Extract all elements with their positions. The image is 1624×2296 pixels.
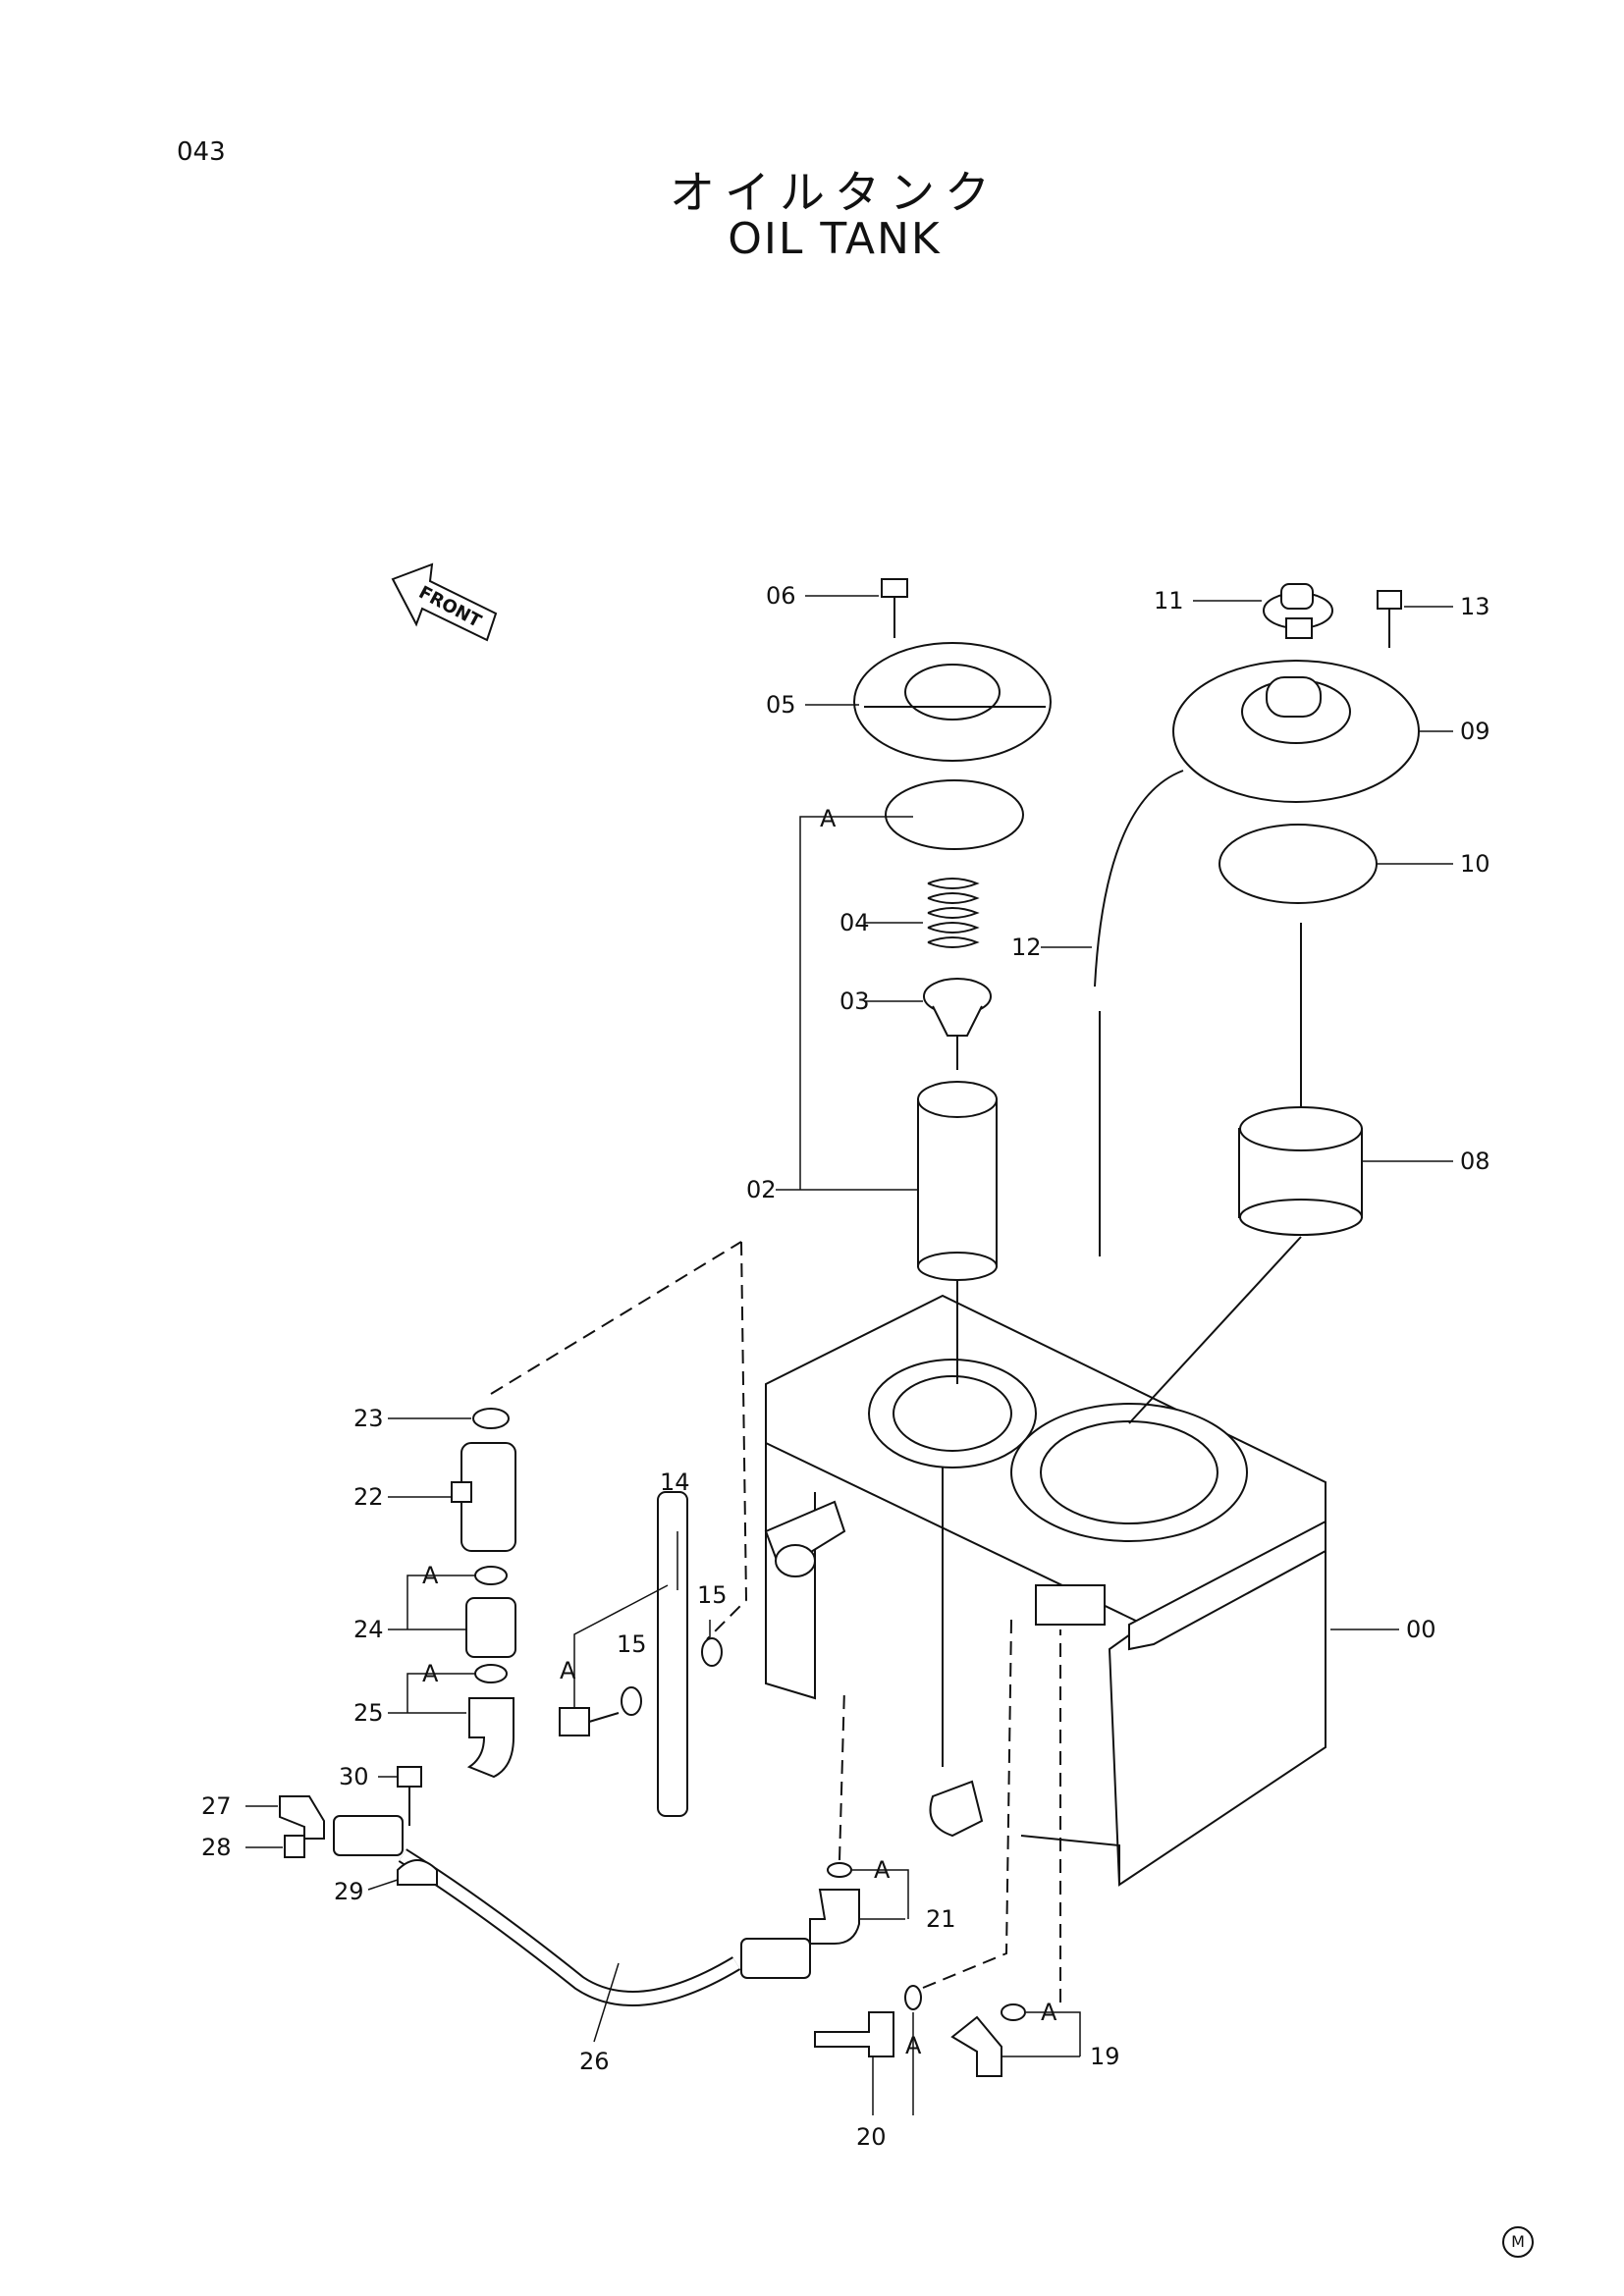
group-bracket-a-24: A (406, 1562, 476, 1629)
callout-28: 28 (201, 1834, 232, 1861)
callout-00: 00 (1406, 1616, 1436, 1643)
callout-05: 05 (766, 691, 796, 719)
hose-end-left (333, 1815, 404, 1856)
clamp-29 (397, 1859, 438, 1886)
group-bracket-a-main: A (799, 805, 913, 1190)
callout-08: 08 (1460, 1148, 1490, 1175)
filter-element-02 (917, 1081, 998, 1281)
hose-end-right (740, 1938, 811, 1979)
o-ring-10 (1218, 824, 1378, 904)
elbow-19 (950, 2015, 1002, 2077)
washer-15a (621, 1686, 642, 1716)
cover-plate-09 (1172, 660, 1420, 803)
callout-29: 29 (334, 1878, 364, 1905)
group-bracket-a-25: A (406, 1660, 476, 1713)
callout-15a: 15 (617, 1630, 647, 1658)
title-english: OIL TANK (728, 214, 942, 264)
group-label-a4: A (560, 1657, 576, 1684)
callout-14: 14 (660, 1468, 690, 1496)
elbow-25 (466, 1697, 514, 1779)
callout-23: 23 (353, 1405, 384, 1432)
bolt-30 (397, 1766, 422, 1826)
callout-12: 12 (1011, 934, 1042, 961)
elbow-21 (809, 1889, 860, 1945)
callout-21: 21 (926, 1905, 956, 1933)
group-label-a6: A (905, 2032, 922, 2059)
callout-11: 11 (1154, 587, 1184, 614)
group-bracket-a-21: A (852, 1856, 909, 1919)
cap-11 (1263, 583, 1333, 639)
group-label-a7: A (1041, 1999, 1057, 2026)
front-arrow: FRONT (391, 562, 498, 642)
page-number: 043 (177, 137, 226, 167)
callout-25: 25 (353, 1699, 384, 1727)
callout-03: 03 (839, 988, 870, 1015)
group-label-a3: A (422, 1660, 439, 1687)
callout-24: 24 (353, 1616, 384, 1643)
leader-lines (245, 595, 1453, 2115)
callout-15b: 15 (697, 1581, 728, 1609)
callout-02: 02 (746, 1176, 777, 1203)
bolt-15 (559, 1707, 620, 1736)
group-label-a5: A (874, 1856, 891, 1884)
o-ring-24 (474, 1566, 508, 1585)
bolt-06 (881, 578, 908, 638)
elbow-27 (279, 1795, 325, 1840)
group-bracket-a-19: A (1026, 1999, 1081, 2056)
valve-03 (923, 978, 992, 1070)
oil-tank-body (764, 1294, 1326, 1887)
strainer-08 (1238, 923, 1363, 1236)
fitting-22 (451, 1442, 516, 1552)
callout-06: 06 (766, 582, 796, 610)
o-ring-19 (1001, 2003, 1026, 2021)
callout-20: 20 (856, 2123, 887, 2151)
washer-15b (701, 1637, 723, 1667)
group-bracket-a-20: A (905, 2012, 922, 2115)
callout-26: 26 (579, 2048, 610, 2075)
callout-04: 04 (839, 909, 870, 936)
o-ring-25 (474, 1664, 508, 1683)
o-ring-23 (472, 1408, 510, 1429)
group-label-a1: A (820, 805, 837, 832)
plug-28 (284, 1835, 305, 1858)
stay-14 (657, 1491, 688, 1817)
callout-19: 19 (1090, 2043, 1120, 2070)
tee-20 (814, 2011, 894, 2057)
tube-12 (1094, 770, 1184, 1256)
o-ring-20 (904, 1985, 922, 2010)
callout-10: 10 (1460, 850, 1490, 878)
assembly-dash-lines (490, 1236, 1302, 2002)
o-ring-a-top (885, 779, 1024, 850)
corner-mark: M (1502, 2226, 1534, 2258)
title-japanese: オイルタンク (670, 166, 1000, 219)
bolt-13 (1377, 590, 1402, 648)
adapter-24 (465, 1597, 516, 1658)
callout-labels: 06 05 04 03 02 12 11 13 09 10 08 00 23 2… (201, 582, 1490, 2151)
callout-30: 30 (339, 1763, 369, 1790)
o-ring-21 (827, 1862, 852, 1878)
callout-27: 27 (201, 1792, 232, 1820)
group-bracket-a-14: A (560, 1584, 669, 1708)
cover-plate-05 (853, 642, 1052, 762)
callout-09: 09 (1460, 718, 1490, 745)
callout-13: 13 (1460, 593, 1490, 620)
callout-22: 22 (353, 1483, 384, 1511)
spring-04 (927, 878, 980, 948)
group-label-a2: A (422, 1562, 439, 1589)
